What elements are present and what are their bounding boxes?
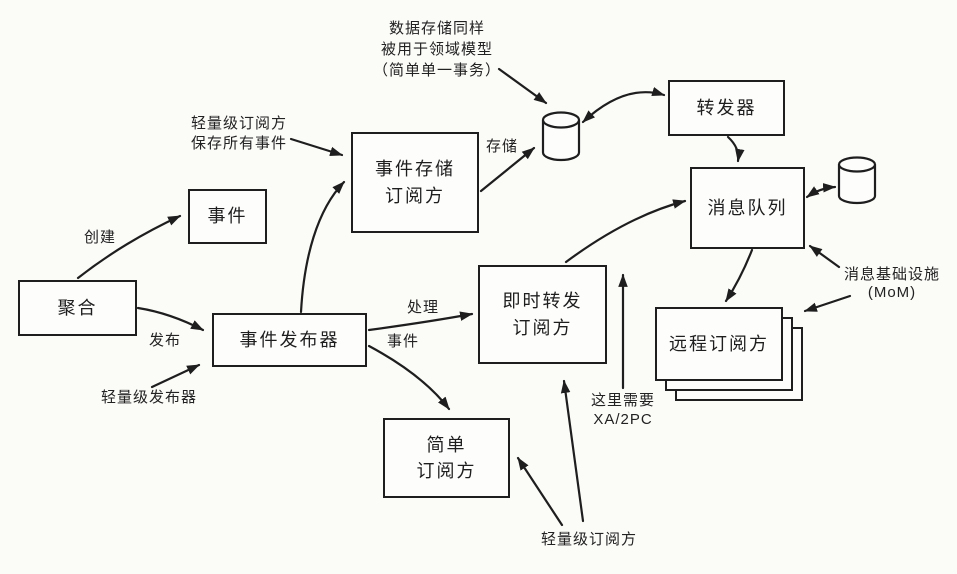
node-simple-subscriber-line1: 简单 bbox=[426, 434, 467, 455]
arrow-mom-to-queue bbox=[808, 244, 841, 269]
edge-label-events: 事件 bbox=[387, 333, 420, 350]
arrow-lws-to-forward-subscriber bbox=[560, 379, 585, 523]
edge-label-process: 处理 bbox=[407, 299, 440, 316]
annotation-lightweight-subscriber: 轻量级订阅方 bbox=[541, 531, 638, 548]
annotation-xa-note: 这里需要 XA/2PC bbox=[590, 392, 655, 428]
node-message-queue: 消息队列 bbox=[690, 167, 805, 249]
arrow-create bbox=[76, 214, 182, 280]
arrow-queue-datastore bbox=[805, 183, 837, 199]
annotation-lightweight-publisher: 轻量级发布器 bbox=[101, 389, 198, 406]
arrow-mom-to-remote-subscriber bbox=[803, 294, 852, 313]
arrow-process-events bbox=[367, 311, 474, 332]
arrow-store bbox=[479, 146, 536, 193]
node-remote-subscriber: 远程订阅方 bbox=[655, 307, 783, 381]
node-event-publisher-label: 事件发布器 bbox=[239, 329, 340, 350]
edge-label-publish: 发布 bbox=[149, 332, 182, 349]
node-remote-subscriber-label: 远程订阅方 bbox=[669, 333, 769, 354]
annotation-mom-note: 消息基础设施 (MoM) bbox=[843, 266, 940, 301]
arrow-forward-subscriber-to-queue bbox=[564, 199, 687, 264]
node-forwarder: 转发器 bbox=[668, 80, 785, 136]
arrow-publish bbox=[136, 306, 205, 332]
arrow-lws-to-simple-subscriber bbox=[516, 456, 564, 527]
arrow-note-to-event-store-subscriber bbox=[289, 137, 344, 157]
node-aggregate: 聚合 bbox=[18, 280, 137, 336]
annotation-event-store-note: 轻量级订阅方 保存所有事件 bbox=[191, 115, 288, 152]
arrow-forwarder-to-queue bbox=[726, 135, 745, 163]
edge-label-store: 存储 bbox=[486, 138, 519, 155]
node-simple-subscriber-line2: 订阅方 bbox=[416, 461, 477, 481]
node-immediate-forward-subscriber: 即时转发 订阅方 bbox=[478, 265, 607, 364]
edge-label-create: 创建 bbox=[84, 229, 117, 246]
annotation-datastore-note: 数据存储同样 被用于领域模型 （简单单一事务） bbox=[372, 20, 501, 79]
arrow-publisher-to-event-store-subscriber bbox=[299, 180, 346, 314]
arrow-lightweight-publisher bbox=[150, 363, 201, 389]
arrow-note-to-datastore bbox=[497, 67, 548, 105]
node-message-queue-label: 消息队列 bbox=[707, 197, 788, 218]
node-event-publisher: 事件发布器 bbox=[212, 313, 367, 367]
arrow-datastore-forwarder bbox=[581, 86, 666, 124]
node-event-label: 事件 bbox=[207, 206, 248, 227]
node-event: 事件 bbox=[188, 189, 267, 244]
node-forwarder-label: 转发器 bbox=[696, 97, 757, 118]
event-datastore-cylinder bbox=[541, 111, 581, 162]
node-immediate-forward-subscriber-line2: 订阅方 bbox=[512, 317, 573, 338]
arrow-publisher-to-simple-subscriber bbox=[367, 344, 451, 411]
node-aggregate-label: 聚合 bbox=[57, 297, 98, 318]
arrow-queue-to-remote-subscriber bbox=[724, 248, 754, 303]
node-event-store-subscriber-line1: 事件存储 bbox=[375, 159, 455, 180]
node-simple-subscriber: 简单 订阅方 bbox=[383, 418, 510, 498]
queue-datastore-cylinder bbox=[837, 156, 877, 205]
node-immediate-forward-subscriber-line1: 即时转发 bbox=[502, 291, 583, 312]
node-event-store-subscriber-line2: 订阅方 bbox=[385, 185, 445, 206]
node-event-store-subscriber: 事件存储 订阅方 bbox=[351, 132, 479, 233]
